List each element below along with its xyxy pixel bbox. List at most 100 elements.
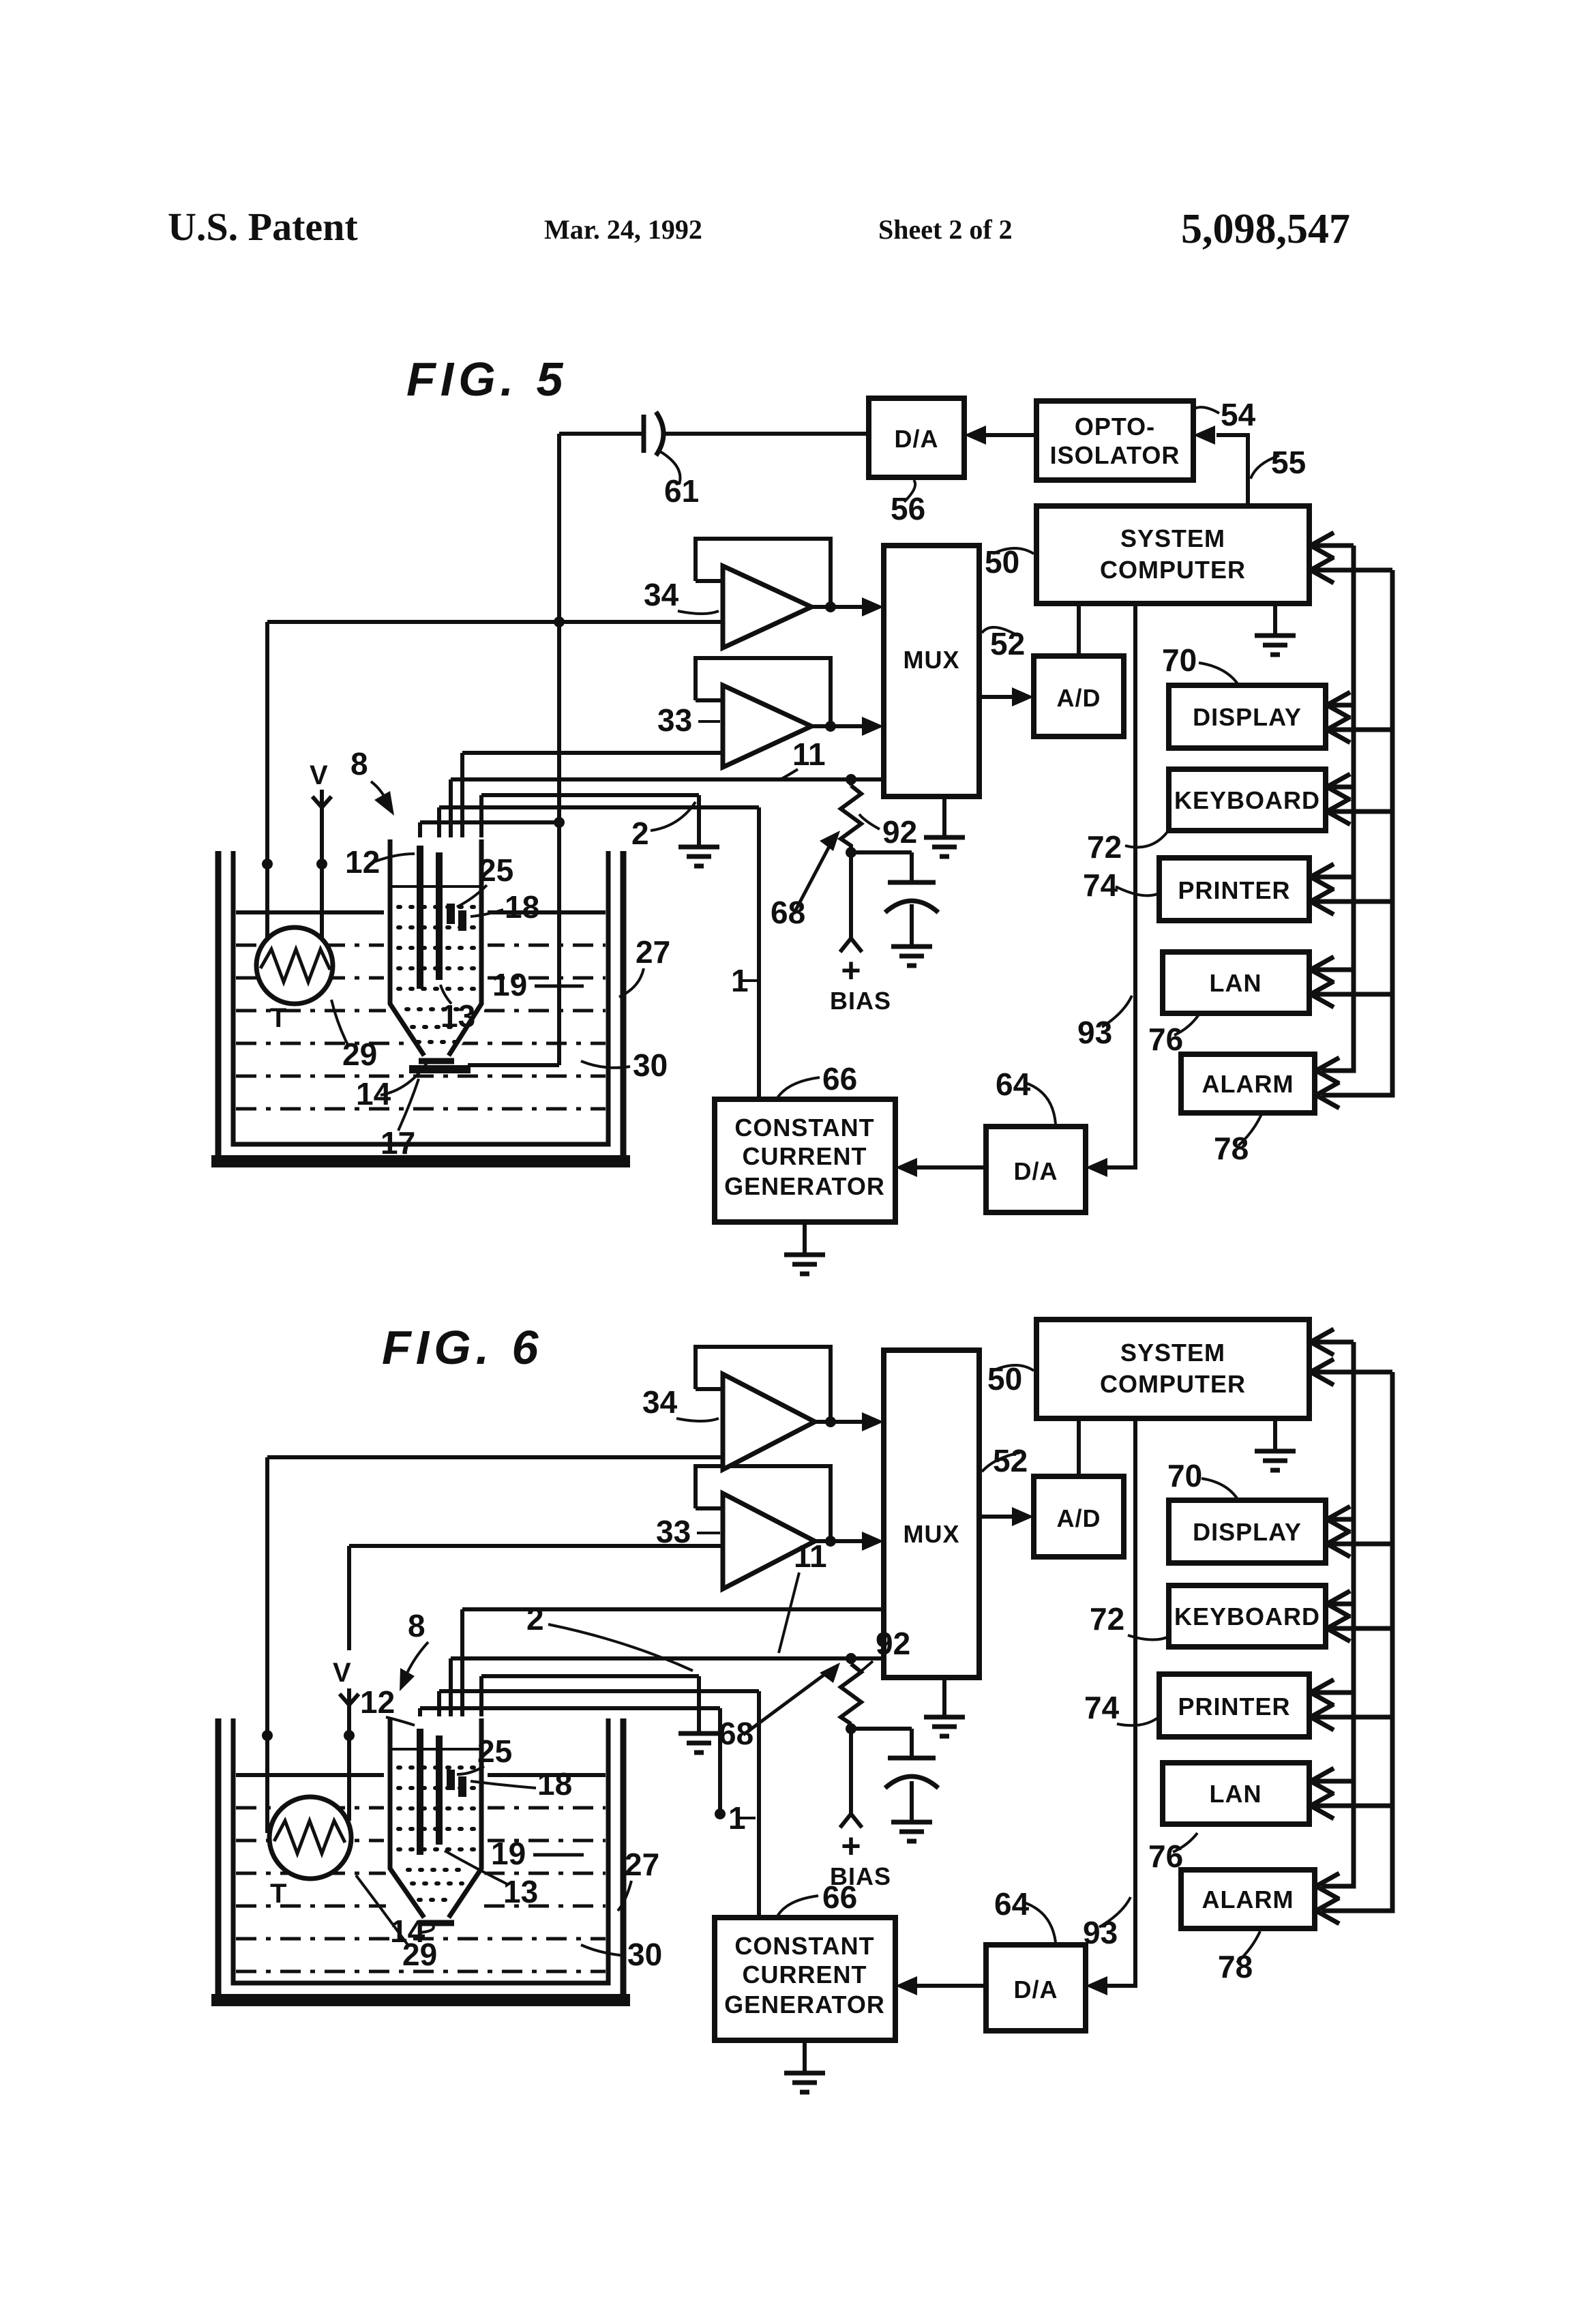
fig5-ref-64: 64: [996, 1067, 1031, 1102]
fig6-display-label: DISPLAY: [1193, 1518, 1302, 1546]
fig5-thermistor: [254, 925, 335, 1007]
fig6-sc-label-1: SYSTEM: [1120, 1339, 1225, 1367]
fig6-lan-box: [1160, 1760, 1312, 1827]
fig5-ref-61: 61: [664, 473, 699, 509]
fig5-ad-box: [1031, 653, 1126, 739]
fig5-display-box: [1166, 683, 1328, 751]
fig6-electrodes: [417, 1729, 466, 1855]
fig5-printer-label: PRINTER: [1178, 876, 1290, 904]
fig5-ref-29: 29: [342, 1037, 377, 1072]
fig6-ref-19: 19: [491, 1836, 526, 1871]
fig5-alarm-label: ALARM: [1202, 1070, 1294, 1098]
fig5-ref-56: 56: [891, 491, 925, 526]
fig6-display-box: [1166, 1498, 1328, 1566]
fig6-ref-52: 52: [993, 1443, 1028, 1478]
fig5-blocks: [712, 396, 1328, 1225]
fig5-lan-label: LAN: [1210, 969, 1262, 997]
fig5-bias-arrow: [838, 935, 864, 953]
fig5-keyboard-label: KEYBOARD: [1174, 786, 1320, 814]
fig5-ref-52: 52: [990, 626, 1025, 661]
fig5-da-top-label: D/A: [895, 425, 939, 453]
fig6-keyboard-label: KEYBOARD: [1174, 1603, 1320, 1630]
fig5-opto-label-1: OPTO-: [1075, 413, 1155, 441]
fig5-resistor-92: [837, 784, 865, 848]
fig6-ref-8: 8: [408, 1608, 426, 1643]
fig5-printer-box: [1156, 855, 1312, 923]
fig5-da-bottom-box: [983, 1124, 1088, 1215]
patent-title: U.S. Patent: [168, 205, 358, 249]
fig5-ref-72: 72: [1087, 829, 1122, 865]
fig5-junction-dots: [262, 601, 856, 869]
fig5-ref-30: 30: [633, 1047, 668, 1083]
fig6-ref-70: 70: [1167, 1458, 1202, 1493]
fig6-system-computer-box: [1034, 1317, 1312, 1421]
fig6-ccg-box: [712, 1915, 898, 2043]
fig5-lan-box: [1160, 949, 1312, 1016]
fig6-amplifier-34: [720, 1370, 820, 1474]
fig5-ref-12: 12: [345, 844, 380, 880]
fig6-ad-label: A/D: [1057, 1504, 1101, 1532]
fig5-ref-17: 17: [380, 1125, 415, 1161]
fig5-da-bottom-label: D/A: [1014, 1157, 1058, 1185]
fig5-ccg-box: [712, 1097, 898, 1225]
fig5-keyboard-box: [1166, 766, 1328, 833]
fig5-da-top-box: [866, 396, 967, 480]
patent-header: U.S. Patent Mar. 24, 1992 Sheet 2 of 2 5…: [168, 205, 1350, 252]
fig6-ref-13: 13: [503, 1874, 538, 1909]
fig5-ccg-label-3: GENERATOR: [724, 1172, 885, 1200]
fig6-feedback-bus: [1315, 1339, 1395, 1913]
fig5-alarm-box: [1178, 1052, 1317, 1116]
fig6-ref-78: 78: [1218, 1949, 1253, 1984]
fig6-ref-50: 50: [987, 1361, 1022, 1397]
fig5-title: FIG. 5: [406, 353, 567, 406]
fig6-ref-72: 72: [1090, 1601, 1124, 1637]
fig6-da-bottom-label: D/A: [1014, 1976, 1058, 2003]
fig6-printer-label: PRINTER: [1178, 1693, 1290, 1720]
fig6-alarm-box: [1178, 1867, 1317, 1931]
fig5-ref-66: 66: [822, 1061, 857, 1097]
patent-number: 5,098,547: [1181, 206, 1350, 252]
fig5-capacitor-61: [641, 411, 666, 457]
fig6-thermistor: [267, 1794, 354, 1881]
fig5-ref-54: 54: [1221, 397, 1256, 432]
fig6-sc-label-2: COMPUTER: [1100, 1370, 1246, 1398]
fig6-arrowheads: [862, 1412, 1107, 1995]
fig6-ref-68: 68: [719, 1716, 753, 1751]
fig5-ref-8: 8: [350, 746, 368, 781]
fig5-outer-tank: [211, 851, 630, 1167]
fig6-wiring: [265, 1345, 1277, 2072]
fig6-ccg-label-1: CONSTANT: [734, 1932, 874, 1960]
fig6-ccg-label-2: CURRENT: [743, 1961, 867, 1988]
fig6-alarm-label: ALARM: [1202, 1886, 1294, 1913]
fig5-ref-11: 11: [792, 736, 826, 772]
fig5-capacitor-92: [883, 880, 940, 914]
fig5-ref-18: 18: [505, 889, 539, 925]
fig6-ref-66: 66: [822, 1879, 857, 1915]
fig6-mux-box: [881, 1347, 982, 1680]
fig6-ref-76: 76: [1148, 1838, 1183, 1874]
fig6-leaders: [355, 1364, 1262, 1964]
fig6-ref-12: 12: [360, 1684, 395, 1720]
fig5-ref-74: 74: [1083, 867, 1118, 903]
fig6-ccg-label-3: GENERATOR: [724, 1991, 885, 2018]
fig5-amplifier-34: [720, 562, 818, 652]
fig5-ccg-label-1: CONSTANT: [734, 1114, 874, 1142]
figure-5: FIG. 5: [211, 353, 1395, 1277]
patent-date: Mar. 24, 1992: [544, 214, 702, 245]
fig5-ref-50: 50: [985, 544, 1019, 580]
patent-sheet-number: Sheet 2 of 2: [878, 214, 1013, 245]
fig5-sc-label-2: COMPUTER: [1100, 556, 1246, 584]
fig6-ref-18: 18: [537, 1766, 572, 1802]
fig5-ref-55: 55: [1271, 445, 1306, 480]
fig5-ref-T: T: [270, 1003, 286, 1033]
fig6-bias-arrow: [838, 1811, 864, 1829]
fig5-ref-78: 78: [1214, 1131, 1249, 1166]
fig6-ref-30: 30: [627, 1937, 662, 1972]
fig6-ref-1: 1: [728, 1800, 746, 1836]
fig5-ref-13: 13: [441, 998, 475, 1034]
fig5-ref-19: 19: [492, 967, 527, 1002]
fig5-system-computer-box: [1034, 503, 1312, 606]
fig5-sc-label-1: SYSTEM: [1120, 524, 1225, 552]
